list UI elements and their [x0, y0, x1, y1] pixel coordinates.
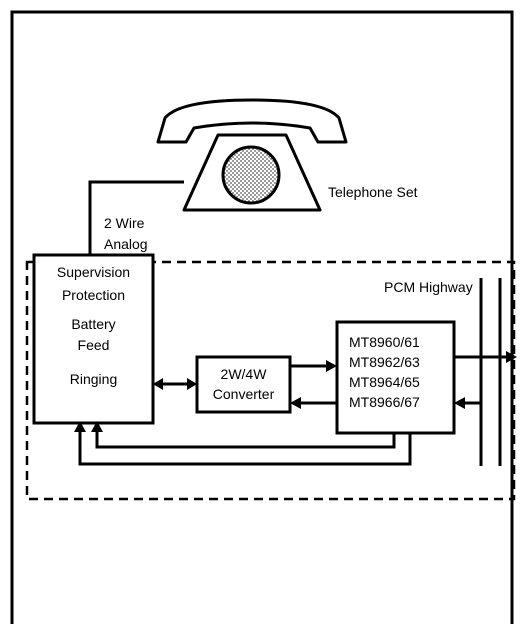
codec-block	[335, 320, 456, 435]
pcm-highway-label: PCM Highway	[384, 279, 473, 295]
analog-line-label: 2 Wire	[104, 215, 145, 231]
codec-part-label: MT8960/61	[349, 334, 420, 350]
converter-label: 2W/4W	[220, 366, 267, 382]
page-frame	[10, 10, 514, 624]
telephone-set-label: Telephone Set	[328, 184, 418, 200]
slic-block	[32, 253, 155, 425]
slic-label: Protection	[61, 287, 126, 303]
codec-to-converter-arrow	[290, 397, 337, 409]
codec-part-label: MT8964/65	[349, 374, 420, 390]
highway-to-codec-arrow	[454, 397, 481, 409]
converter-label: Converter	[212, 386, 275, 402]
slic-label: Ringing	[69, 371, 118, 387]
codec-to-slic-feedback-lines	[74, 421, 412, 466]
codec-part-label: MT8966/67	[349, 394, 420, 410]
slic-label: Battery	[71, 316, 116, 332]
converter-block	[195, 355, 292, 414]
analog-line	[88, 180, 184, 255]
telephone-icon	[156, 98, 348, 212]
slic-label: Feed	[77, 337, 110, 353]
codec-part-label: MT8962/63	[349, 354, 420, 370]
codec-to-highway-arrow	[454, 351, 517, 363]
converter-to-codec-arrow	[290, 360, 337, 372]
pcm-highway-boundary	[25, 260, 516, 501]
analog-line-label: Analog	[104, 236, 148, 252]
slic-label: Supervision	[56, 264, 131, 280]
slic-converter-arrow	[153, 378, 197, 390]
